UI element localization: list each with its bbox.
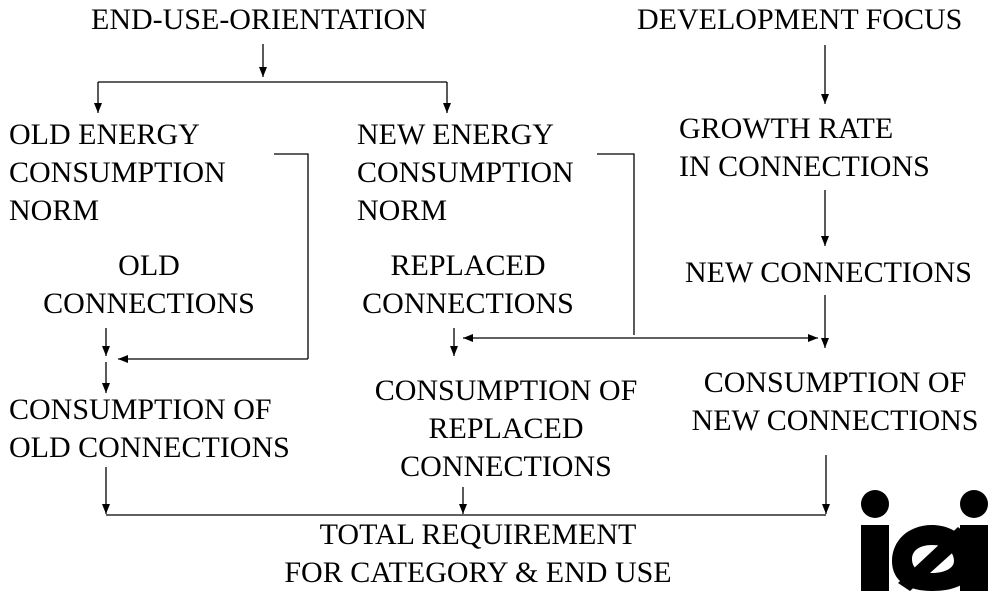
node-growth-rate: GROWTH RATE IN CONNECTIONS (679, 112, 930, 183)
node-development-focus: DEVELOPMENT FOCUS (637, 3, 963, 36)
node-replaced-connections: REPLACED CONNECTIONS (362, 249, 574, 320)
node-new-connections: NEW CONNECTIONS (685, 256, 972, 289)
connector-old-norm (274, 153, 309, 359)
node-consumption-old: CONSUMPTION OF OLD CONNECTIONS (9, 393, 290, 464)
node-old-energy-norm: OLD ENERGY CONSUMPTION NORM (9, 118, 226, 227)
node-new-energy-norm: NEW ENERGY CONSUMPTION NORM (357, 118, 574, 227)
connector-new-norm (597, 153, 635, 335)
node-consumption-replaced: CONSUMPTION OF REPLACED CONNECTIONS (374, 374, 638, 483)
node-total-requirement: TOTAL REQUIREMENT FOR CATEGORY & END USE (284, 518, 672, 589)
node-end-use-orientation: END-USE-ORIENTATION (91, 3, 427, 36)
node-old-connections: OLD CONNECTIONS (43, 249, 255, 320)
node-consumption-new: CONSUMPTION OF NEW CONNECTIONS (691, 366, 979, 437)
iei-logo (861, 490, 988, 591)
